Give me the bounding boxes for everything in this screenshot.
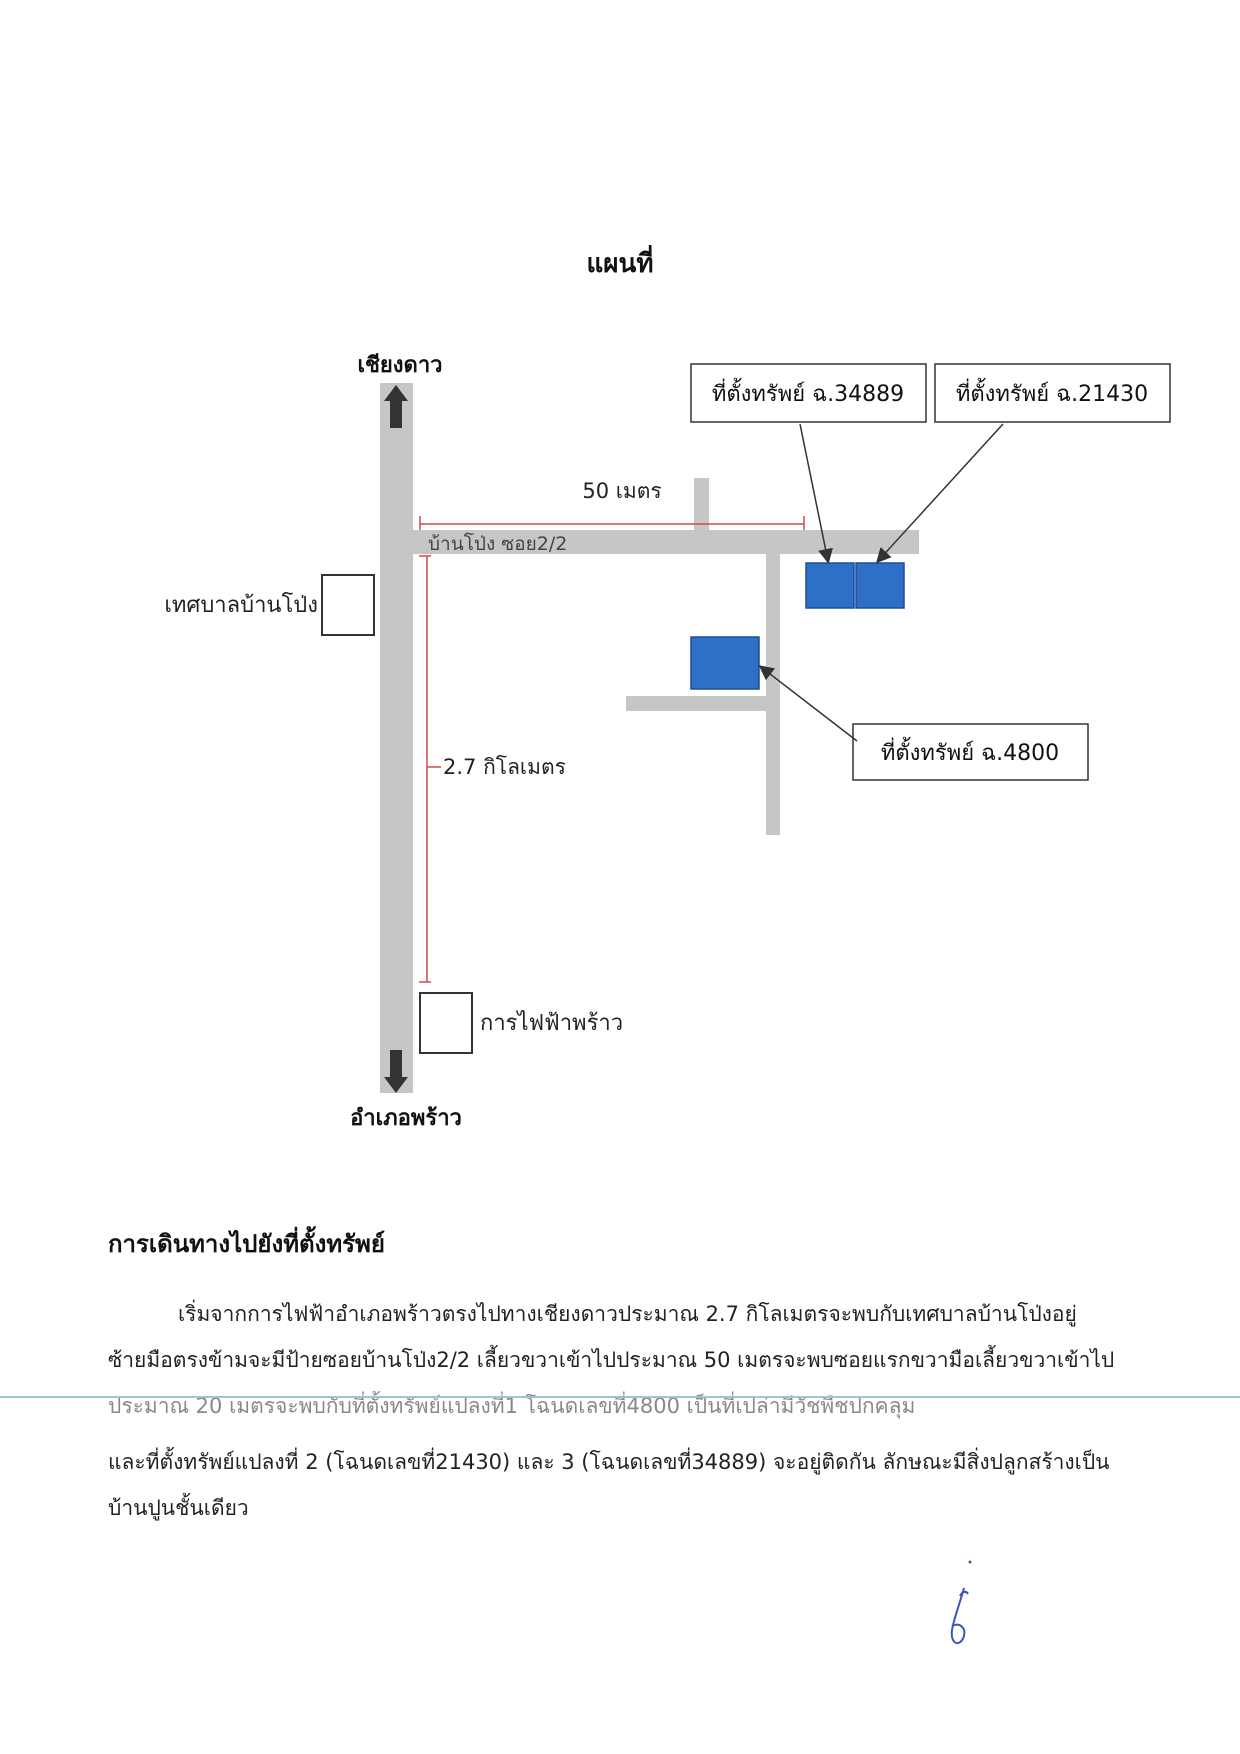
electric-label: การไฟฟ้าพร้าว	[480, 1010, 623, 1036]
side-lane	[766, 554, 780, 835]
route-section: การเดินทางไปยังที่ตั้งทรัพย์ เริ่มจากการ…	[108, 1224, 1148, 1531]
leader-21430	[875, 423, 1004, 564]
route-line-3: ประมาณ 20 เมตรจะพบกับที่ตั้งทรัพย์แปลงที…	[108, 1394, 916, 1418]
leader-34889	[799, 423, 833, 564]
leader-4800	[758, 665, 858, 742]
distance-main-bracket	[419, 555, 441, 983]
route-line-1: เริ่มจากการไฟฟ้าอำเภอพร้าวตรงไปทางเชียงด…	[178, 1302, 1077, 1326]
distance-soi-label: 50 เมตร	[582, 479, 661, 503]
arrow-up-icon	[384, 385, 408, 428]
main-road	[380, 383, 413, 1093]
soi-label: บ้านโป่ง ซอย2/2	[428, 532, 567, 555]
road-stub	[694, 478, 709, 530]
callout-21430: ที่ตั้งทรัพย์ ฉ.21430	[956, 378, 1148, 407]
distance-main-label: 2.7 กิโลเมตร	[443, 755, 566, 779]
branch-lane	[626, 696, 766, 711]
distance-soi-bracket	[419, 516, 805, 530]
parcel-4800	[690, 636, 760, 690]
arrow-down-icon	[384, 1050, 408, 1093]
route-line-5: บ้านปูนชั้นเดียว	[108, 1496, 249, 1520]
soi-road	[413, 530, 919, 554]
callout-box-21430	[934, 363, 1171, 423]
route-heading: การเดินทางไปยังที่ตั้งทรัพย์	[108, 1230, 385, 1258]
municipality-box	[321, 574, 375, 636]
route-line-2: ซ้ายมือตรงข้ามจะมีป้ายซอยบ้านโป่ง2/2 เลี…	[108, 1348, 1115, 1372]
parcel-34889	[805, 562, 855, 609]
callout-34889: ที่ตั้งทรัพย์ ฉ.34889	[712, 378, 904, 407]
south-label: อำเภอพร้าว	[350, 1106, 462, 1131]
callout-box-4800	[852, 723, 1089, 781]
map-title: แผนที่	[587, 244, 654, 279]
callout-box-34889	[690, 363, 927, 423]
location-map: แผนที่ เชียงดาว อำเภอพร้าว บ้านโป่ง ซอย2…	[164, 244, 1171, 1131]
municipality-label: เทศบาลบ้านโป่ง	[164, 592, 318, 618]
signature	[950, 1560, 972, 1645]
callout-4800: ที่ตั้งทรัพย์ ฉ.4800	[881, 737, 1059, 766]
north-label: เชียงดาว	[357, 353, 442, 378]
page-fold-line	[0, 1396, 1240, 1398]
electric-box	[419, 992, 473, 1054]
route-line-4: และที่ตั้งทรัพย์แปลงที่ 2 (โฉนดเลขที่214…	[108, 1450, 1110, 1474]
parcel-21430	[855, 562, 905, 609]
